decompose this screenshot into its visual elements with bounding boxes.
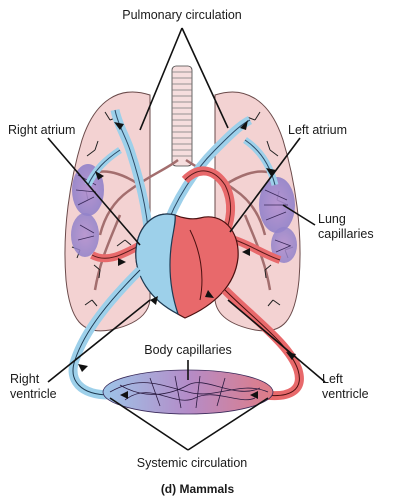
trachea <box>172 66 192 166</box>
lung-capillaries-label-line1: Lung <box>318 212 346 227</box>
body-capillaries-label: Body capillaries <box>144 343 232 358</box>
figure-caption: (d) Mammals <box>0 482 395 496</box>
left-ventricle-label-line2: ventricle <box>322 387 369 402</box>
lung-capillaries-label-line2: capillaries <box>318 227 374 242</box>
right-ventricle-label-line2: ventricle <box>10 387 57 402</box>
left-lung-shape <box>65 92 150 331</box>
systemic-circulation-label: Systemic circulation <box>137 456 247 471</box>
left-ventricle-label-line1: Left <box>322 372 343 387</box>
pulmonary-circulation-label: Pulmonary circulation <box>122 8 242 23</box>
right-atrium-label: Right atrium <box>8 123 75 138</box>
right-ventricle-label-line1: Right <box>10 372 39 387</box>
left-atrium-label: Left atrium <box>288 123 347 138</box>
